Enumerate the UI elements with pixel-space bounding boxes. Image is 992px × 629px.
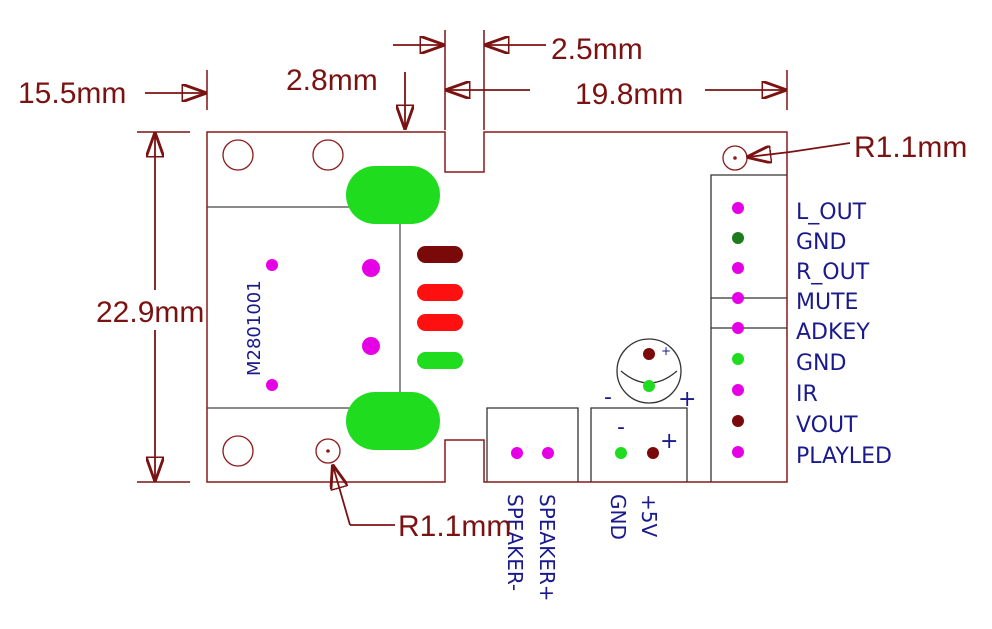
mount-hole-dot: [733, 156, 737, 160]
socket-pin: [266, 259, 278, 271]
speaker-minus-label: SPEAKER-: [503, 494, 527, 591]
dim-notch-width: 2.5mm: [551, 33, 643, 66]
dim-radius-top-right: R1.1mm: [854, 131, 967, 164]
capacitor-plus-mark: +: [661, 344, 671, 358]
green-pad-bottom: [346, 392, 440, 450]
speaker-plus-label: SPEAKER+: [535, 494, 559, 601]
capacitor-plus-label: +: [678, 387, 696, 412]
mount-hole: [222, 139, 254, 171]
socket-outline: [207, 206, 401, 409]
gnd-label: GND: [606, 494, 630, 540]
dim-gap-top: 2.8mm: [286, 64, 378, 97]
header-pin-label: L_OUT: [796, 200, 867, 225]
capacitor-pin-plus: [643, 348, 655, 360]
socket-pin: [266, 379, 278, 391]
header-pin: [732, 384, 744, 396]
green-pad-top: [346, 166, 440, 224]
board-outline: [206, 131, 788, 483]
dim-leader-radius: [789, 142, 851, 153]
power-minus-mark: -: [617, 415, 625, 440]
speaker-connector-outline: [486, 407, 579, 482]
header-pin-label: GND: [796, 351, 846, 376]
header-pin: [732, 232, 744, 244]
header-pin-label: VOUT: [796, 413, 858, 438]
header-pin-label: R_OUT: [796, 260, 870, 285]
chip-label: M2801001: [244, 280, 265, 376]
pad-green: [417, 352, 463, 369]
pad-red: [417, 314, 463, 331]
header-pin: [732, 292, 744, 304]
speaker-pin: [511, 447, 523, 459]
dim-arrow-radius-top: [748, 152, 791, 157]
capacitor-pin-minus: [643, 380, 655, 392]
power-plus-mark: +: [660, 429, 678, 454]
mount-hole: [315, 438, 341, 464]
5v-label: +5V: [637, 494, 661, 537]
header-pin: [732, 202, 744, 214]
header-pin-label: IR: [796, 382, 818, 407]
power-pin-gnd: [615, 447, 627, 459]
header-pin-label: PLAYLED: [796, 444, 892, 469]
header-pin: [732, 353, 744, 365]
speaker-pin: [542, 447, 554, 459]
header-pin-label: MUTE: [796, 290, 858, 315]
socket-pin: [362, 259, 380, 277]
header-pin: [732, 262, 744, 274]
header-pin-label: GND: [796, 230, 846, 255]
dim-radius-bottom-left: R1.1mm: [398, 510, 511, 543]
dim-width-left: 15.5mm: [18, 77, 126, 110]
header-pin-label: ADKEY: [796, 320, 870, 345]
dim-arrow-radius-bottom: [333, 466, 351, 526]
mount-hole: [312, 139, 344, 171]
mount-hole: [222, 435, 254, 467]
header-pin: [732, 415, 744, 427]
power-connector-outline: [590, 407, 688, 482]
dim-width-right: 19.8mm: [575, 78, 683, 111]
socket-pin: [362, 337, 380, 355]
mount-hole-dot: [326, 449, 330, 453]
pad-maroon: [417, 246, 463, 263]
power-pin-5v: [647, 447, 659, 459]
header-outline: [710, 174, 787, 482]
header-pin: [732, 446, 744, 458]
dim-height: 22.9mm: [96, 296, 204, 329]
capacitor-minus-label: -: [604, 385, 612, 410]
pad-red: [417, 284, 463, 301]
capacitor-outline: [616, 338, 682, 404]
header-pin: [732, 322, 744, 334]
